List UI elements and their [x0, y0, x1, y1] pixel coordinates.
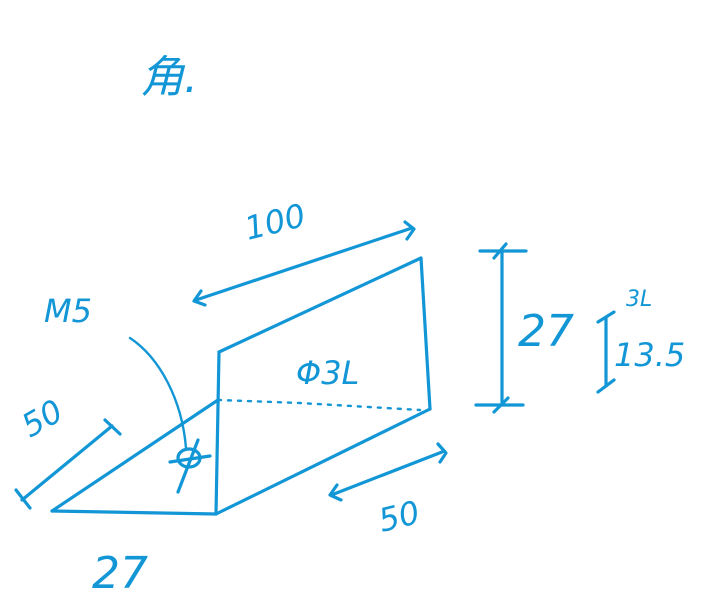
vertical-plate-right-edge	[419, 256, 432, 411]
bottom-back-edge	[214, 407, 432, 516]
right-depth-label: 50	[375, 493, 424, 540]
left-depth-label: 50	[15, 392, 69, 445]
vertical-plate-top-edge	[217, 256, 423, 354]
base-plate-front-edge	[50, 509, 218, 516]
dimension-height: 27	[474, 242, 574, 414]
dimension-top-length: 100	[192, 196, 416, 307]
vertical-plate-front-edge	[214, 350, 221, 516]
thread-label: M5	[44, 292, 92, 330]
hole-offset-sub-label: 3L	[626, 287, 652, 312]
height-label: 27	[518, 306, 574, 357]
top-length-label: 100	[241, 196, 309, 248]
dimension-left-depth: 50	[14, 392, 122, 510]
base-plate-hole: M5	[44, 292, 212, 494]
bracket-outline	[50, 256, 432, 516]
vertical-plate-hole: Φ3L	[296, 354, 359, 392]
title-label: 角.	[140, 52, 198, 103]
hole-offset-label: 13.5	[614, 336, 685, 374]
hole-diameter-label: Φ3L	[296, 354, 359, 392]
dimension-hole-offset: 3L 13.5	[596, 287, 685, 394]
bottom-width-label: 27	[92, 548, 148, 599]
hidden-bottom-edge	[216, 398, 422, 412]
base-plate-left-edge	[50, 398, 220, 513]
dimension-right-depth: 50	[328, 442, 448, 540]
thread-leader-line	[128, 336, 188, 450]
